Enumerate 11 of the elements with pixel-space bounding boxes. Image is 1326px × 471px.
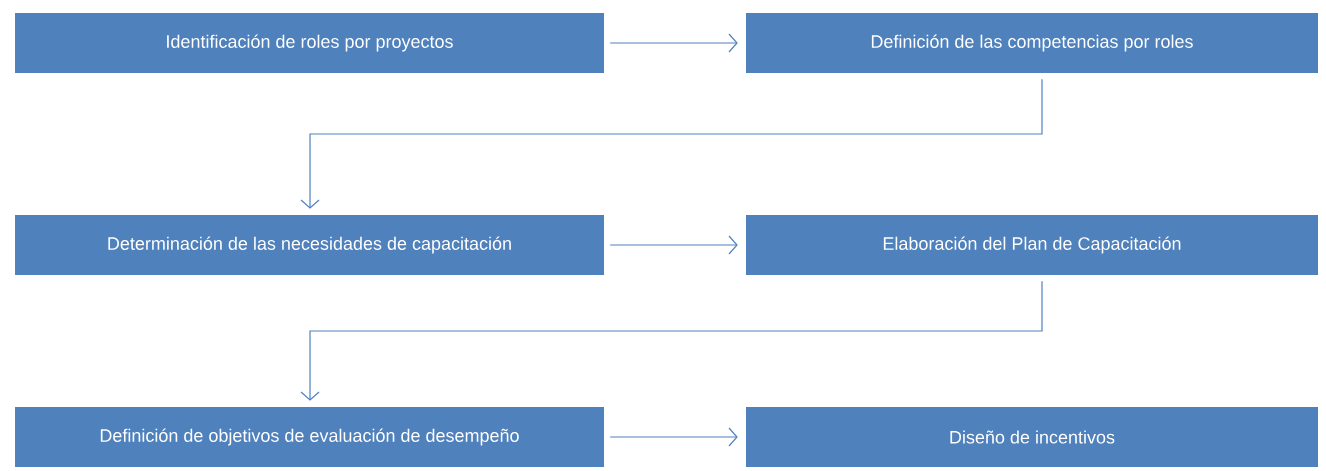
arrow xyxy=(300,280,1043,401)
arrow xyxy=(609,33,738,53)
process-box: Definición de objetivos de evaluación de desempeño xyxy=(15,407,604,467)
process-box: Determinación de las necesidades de capacitación xyxy=(15,215,604,275)
process-box: Identificación de roles por proyectos xyxy=(15,13,604,73)
arrow xyxy=(609,427,738,447)
process-box: Diseño de incentivos xyxy=(746,407,1318,467)
arrow xyxy=(609,235,738,255)
process-box: Elaboración del Plan de Capacitación xyxy=(746,215,1318,275)
arrow xyxy=(300,78,1043,209)
process-box: Definición de las competencias por roles xyxy=(746,13,1318,73)
